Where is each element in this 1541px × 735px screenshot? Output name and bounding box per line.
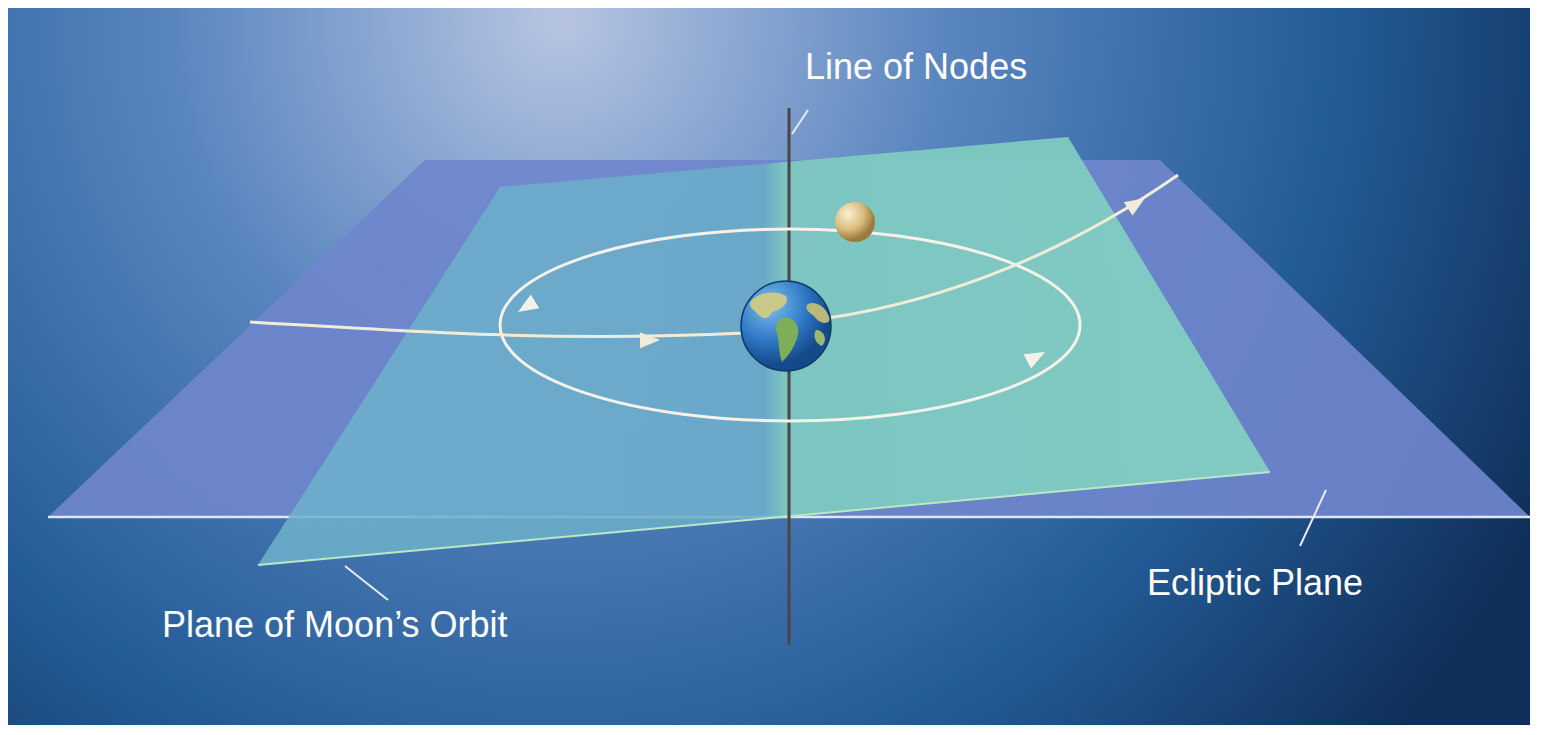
moon-plane-edge <box>258 472 1270 565</box>
earth-path <box>828 175 1178 318</box>
earth-path <box>250 322 745 337</box>
moon-orbit-plane <box>258 137 1270 565</box>
leader-line <box>792 110 808 134</box>
arrowhead <box>1024 345 1049 369</box>
plane-label: Plane of Moon’s Orbit <box>162 604 508 645</box>
line-of-nodes <box>788 108 791 645</box>
plane-label: Line of Nodes <box>805 46 1027 87</box>
plane-label: Ecliptic Plane <box>1147 562 1363 603</box>
arrowhead <box>640 332 660 348</box>
moon <box>835 202 875 242</box>
arrowhead <box>514 295 539 319</box>
leader-line <box>345 566 388 600</box>
background <box>8 8 1530 725</box>
moon-orbit <box>500 229 1080 421</box>
earth <box>741 281 831 371</box>
arrowhead <box>1124 191 1149 215</box>
leader-line <box>1300 490 1326 546</box>
